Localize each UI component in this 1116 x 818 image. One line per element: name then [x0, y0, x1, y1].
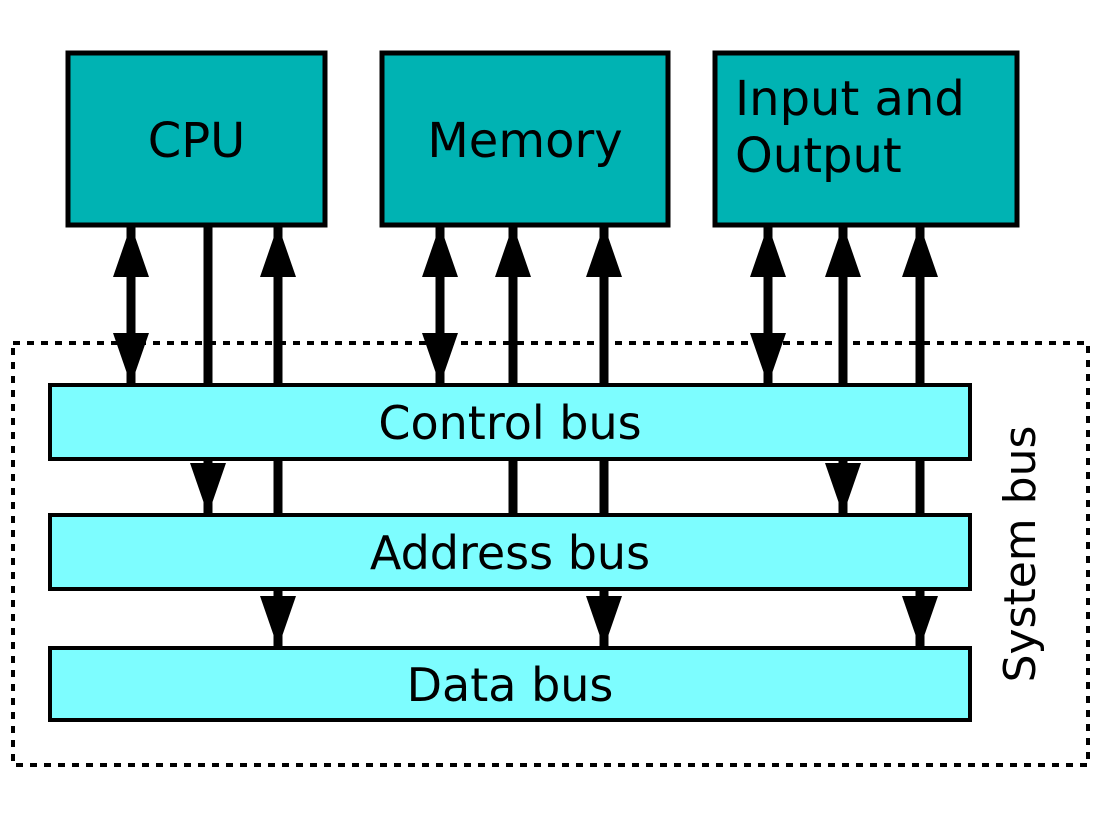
unit-label-memory: Memory	[427, 113, 622, 169]
connection-memory-address	[495, 225, 531, 515]
arrow-head-up	[750, 225, 786, 277]
system-bus-frame	[11, 341, 1090, 767]
arrow-head-up	[260, 225, 296, 277]
arrow-head-down	[586, 596, 622, 648]
bus-bars	[48, 383, 972, 722]
arrow-head-down	[750, 333, 786, 385]
unit-label-cpu: CPU	[148, 113, 246, 169]
connection-cpu-control	[113, 225, 149, 385]
connection-io-address	[825, 225, 861, 515]
unit-box-cpu	[65, 50, 328, 228]
connection-io-control	[750, 225, 786, 385]
arrow-head-down	[902, 596, 938, 648]
arrow-head-up	[113, 225, 149, 277]
unit-box-memory	[379, 50, 671, 228]
arrow-head-down	[825, 463, 861, 515]
bus-label-address: Address bus	[370, 526, 650, 580]
arrow-head-down	[190, 463, 226, 515]
unit-boxes	[65, 50, 1020, 228]
arrow-head-up	[825, 225, 861, 277]
arrow-head-up	[422, 225, 458, 277]
arrow-head-up	[495, 225, 531, 277]
unit-box-io	[712, 50, 1020, 228]
bus-bar-control	[48, 383, 972, 461]
arrow-head-down	[113, 333, 149, 385]
arrow-head-up	[902, 225, 938, 277]
connection-memory-control	[422, 225, 458, 385]
arrow-head-up	[586, 225, 622, 277]
bus-label-control: Control bus	[378, 396, 641, 450]
arrow-head-down	[260, 596, 296, 648]
system-bus-label: System bus	[995, 426, 1046, 683]
bus-label-data: Data bus	[407, 658, 614, 712]
arrow-head-down	[422, 333, 458, 385]
connection-cpu-address	[190, 225, 226, 515]
bus-bar-data	[48, 646, 972, 722]
bus-bar-address	[48, 513, 972, 591]
